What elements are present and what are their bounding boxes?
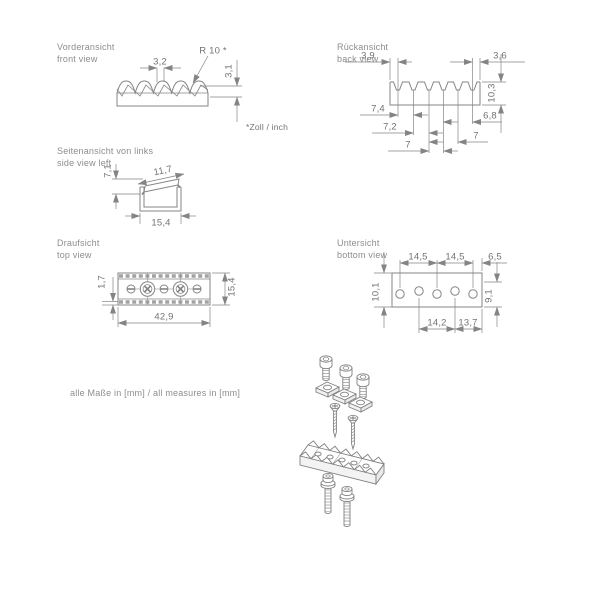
front-view-drawing [116, 55, 242, 122]
front-view-title-en: front view [57, 53, 98, 64]
mounting-screw-2 [347, 414, 359, 450]
top-dim-width: 42,9 [154, 311, 174, 323]
side-view-title-de: Seitenansicht von links [57, 146, 154, 156]
inch-footnote: *Zoll / inch [245, 122, 289, 132]
bottom-view-title-de: Untersicht [337, 238, 380, 248]
back-view: Rückansicht back view [330, 38, 560, 163]
bottom-dim-bottom-left: 14,2 [427, 317, 447, 329]
back-dim-row3-left: 7 [405, 139, 411, 151]
bottom-view-title: Untersicht bottom view [337, 238, 387, 261]
front-view: Vorderansicht front view [50, 38, 300, 148]
top-view-title-de: Draufsicht [57, 238, 100, 248]
bottom-view-drawing [374, 252, 507, 333]
top-view-title: Draufsicht top view [57, 238, 100, 261]
clamp-screw-2 [339, 364, 353, 390]
bottom-dim-span-left: 14,5 [408, 251, 428, 263]
front-dim-pitch: 3,2 [153, 56, 167, 68]
back-dim-row2-left: 7,2 [383, 121, 397, 133]
front-view-title-de: Vorderansicht [57, 42, 115, 52]
side-dim-width: 15,4 [151, 217, 171, 229]
back-dim-top-left: 3,9 [361, 50, 375, 62]
side-view-drawing [112, 164, 196, 224]
back-view-drawing [345, 54, 525, 154]
back-dim-height: 10,3 [486, 83, 498, 103]
exploded-assembly-drawing [299, 355, 385, 527]
bottom-dim-height-left: 10,1 [370, 282, 382, 302]
clamp-screw-1 [319, 355, 333, 381]
locking-nut-body [299, 440, 385, 486]
clamp-screw-3 [356, 373, 370, 399]
bottom-dim-height-right: 9,1 [483, 289, 495, 303]
front-dim-height: 3,1 [223, 64, 235, 78]
top-view-title-en: top view [57, 249, 92, 260]
top-dim-depth: 15,4 [226, 277, 238, 297]
side-dim-height: 7,1 [102, 164, 114, 178]
side-view-title: Seitenansicht von links side view left [57, 146, 153, 169]
front-view-title: Vorderansicht front view [57, 42, 115, 65]
bottom-dim-offset-right: 6,5 [488, 251, 502, 263]
bottom-dim-bottom-right: 13,7 [458, 317, 478, 329]
bottom-view: Untersicht bottom view [330, 232, 560, 342]
top-view-drawing [102, 272, 230, 327]
side-view-title-en: side view left [57, 157, 112, 168]
back-dim-row1-left: 7,4 [371, 103, 385, 115]
back-view-title-en: back view [337, 53, 379, 64]
side-view: Seitenansicht von links side view left [50, 140, 230, 235]
back-dim-row1-right: 6,8 [483, 110, 497, 122]
mounting-bolt-1 [320, 472, 336, 514]
units-note: alle Maße in [mm] / all measures in [mm] [70, 388, 241, 398]
front-dim-radius: R 10 * [199, 45, 227, 57]
back-dim-row2-right: 7 [473, 130, 479, 142]
top-view: Draufsicht top view [50, 232, 260, 337]
back-dim-top-right: 3,6 [493, 50, 507, 62]
mounting-screw-1 [329, 402, 341, 438]
exploded-assembly-view [268, 344, 413, 556]
back-view-title: Rückansicht back view [337, 42, 388, 65]
back-view-title-de: Rückansicht [337, 42, 389, 52]
top-dim-edge: 1,7 [96, 275, 108, 289]
bottom-dim-span-right: 14,5 [445, 251, 465, 263]
mounting-bolt-2 [339, 485, 355, 527]
bottom-view-title-en: bottom view [337, 249, 388, 260]
